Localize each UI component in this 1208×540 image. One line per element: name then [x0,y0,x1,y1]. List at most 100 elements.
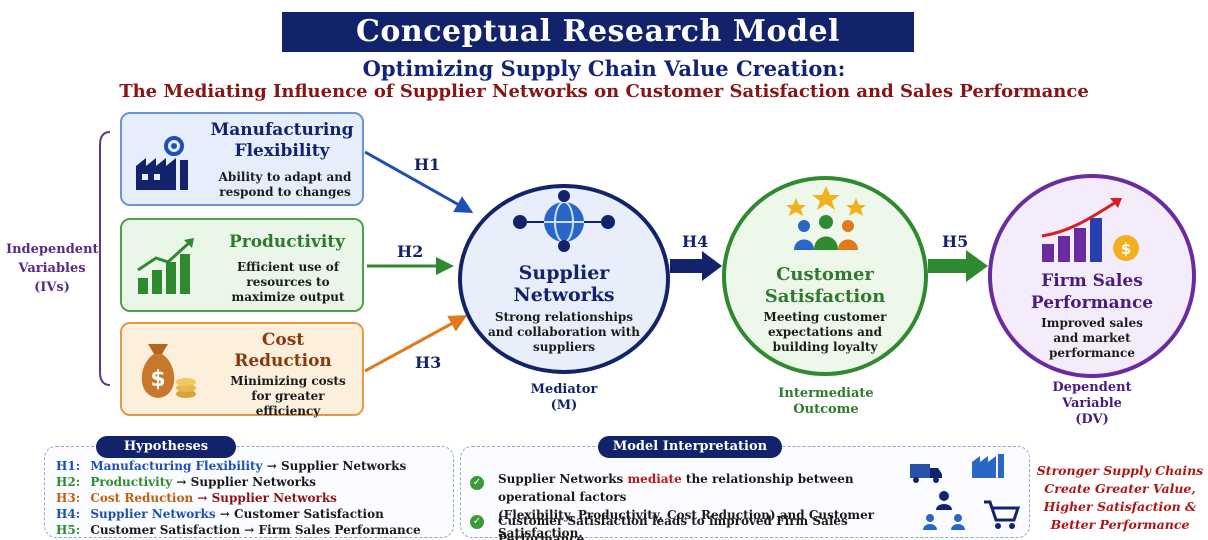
satisfaction-title-line: Customer [776,264,874,285]
iv-cost-reduction: $ Cost Reduction Minimizing costs for gr… [120,322,364,418]
hypothesis-effect: Supplier Networks [280,459,407,473]
hypothesis-arrow: → [266,459,277,473]
supply-chain-icons [910,454,1021,530]
svg-text:$: $ [150,367,165,392]
iv-desc-line: maximize output [231,290,345,304]
intermediate-role: Intermediate Outcome [766,386,886,418]
h1-label: H1 [414,155,441,174]
iv-label-line: Variables [18,261,86,276]
hypothesis-arrow: → [219,507,230,521]
money-bag-icon: $ [141,344,196,398]
subtitle-secondary: The Mediating Influence of Supplier Netw… [119,81,1089,102]
iv-title-line: Reduction [234,351,332,371]
tagline: Stronger Supply Chains Create Greater Va… [1036,462,1204,534]
growth-chart-icon [137,238,194,294]
hypothesis-effect: Supplier Networks [211,491,337,505]
customer-satisfaction-circle: Customer Satisfaction Meeting customer e… [722,176,928,376]
hypothesis-arrow: → [176,475,187,489]
hypothesis-item: H1: Manufacturing Flexibility → Supplier… [56,458,450,474]
sales-chart-icon: $ [1041,198,1139,262]
h2-label: H2 [397,242,424,261]
interpretation-text: Supplier Networks [498,472,628,486]
satisfaction-desc-line: building loyalty [772,340,878,354]
cart-icon [984,500,1021,529]
hypothesis-cause: Supplier Networks [90,507,216,521]
gear-factory-icon [136,136,188,190]
hypothesis-code: H3: [56,491,81,505]
hypothesis-effect: Customer Satisfaction [234,507,384,521]
hypothesis-effect: Firm Sales Performance [258,523,421,537]
hypothesis-code: H4: [56,507,81,521]
tagline-line: Better Performance [1050,517,1190,532]
mediator-desc-line: Strong relationships [494,310,634,324]
role-line: Mediator [530,382,598,397]
hypotheses-list: H1: Manufacturing Flexibility → Supplier… [56,458,450,538]
mediator-desc-line: and collaboration with [488,325,640,339]
h5-arrow [928,250,988,282]
factory-icon [972,454,1004,478]
sales-desc-line: Improved sales [1041,316,1143,330]
iv-desc-line: for greater [251,389,325,403]
hypothesis-arrow: → [244,523,255,537]
hypotheses-panel [44,446,454,538]
globe-network-icon [513,190,615,252]
iv-title-line: Cost [261,330,305,350]
subtitle-primary: Optimizing Supply Chain Value Creation: [362,56,846,81]
hypothesis-code: H1: [56,459,81,473]
iv-title-line: Manufacturing [210,120,354,140]
hypothesis-item: H2: Productivity → Supplier Networks [56,474,450,490]
hypothesis-cause: Customer Satisfaction [90,523,241,537]
hypothesis-code: H2: [56,475,81,489]
page-title: Conceptual Research Model [282,12,914,52]
satisfaction-title-line: Satisfaction [764,286,886,307]
hypothesis-item: H3: Cost Reduction → Supplier Networks [56,490,450,506]
hypothesis-code: H5: [56,523,81,537]
mediator-role: Mediator (M) [504,382,624,414]
hypotheses-heading: Hypotheses [96,436,236,458]
firm-sales-performance-circle: $ Firm Sales Performance Improved sales … [988,174,1196,378]
role-line: (M) [550,398,578,413]
h3-arrow [364,315,468,373]
mediator-circle: Supplier Networks Strong relationships a… [458,184,670,374]
sales-desc-line: and market [1053,331,1131,345]
role-line: Intermediate [778,386,874,401]
iv-label-line: Independent [6,242,99,257]
iv-productivity: Productivity Efficient use of resources … [120,218,364,312]
iv-desc-line: efficiency [255,404,321,418]
sales-title-line: Performance [1030,293,1154,313]
h5-label: H5 [942,232,969,251]
check-icon: ✓ [470,476,484,490]
iv-group-label: Independent Variables (IVs) [6,240,99,297]
interpretation-text: the relationship between operational fac… [498,472,854,504]
iv-desc-line: Minimizing costs [230,374,346,388]
dependent-role: Dependent Variable (DV) [1032,380,1152,428]
role-line: Outcome [793,402,859,417]
mediator-desc-line: suppliers [532,340,596,354]
h4-arrow [670,251,722,281]
mediator-title-line: Supplier [518,262,610,284]
role-line: (DV) [1075,412,1109,427]
hypothesis-cause: Productivity [90,475,173,489]
satisfaction-desc-line: expectations and [767,325,883,339]
interpretation-point-2: Customer Satisfaction leads to improved … [498,514,848,540]
truck-icon [910,464,942,483]
interpretation-heading: Model Interpretation [598,436,782,458]
h3-label: H3 [415,353,442,372]
interpretation-point-1: Supplier Networks mediate the relationsh… [498,470,908,540]
role-line: Variable [1062,396,1122,411]
iv-title-line: Productivity [228,232,346,252]
sales-desc-line: performance [1049,346,1135,360]
iv-desc-line: Efficient use of [237,260,339,274]
iv-label-line: (IVs) [34,280,70,295]
people-network-icon [923,491,965,530]
role-line: Dependent [1052,380,1132,395]
check-icon: ✓ [470,515,484,529]
hypothesis-item: H5: Customer Satisfaction → Firm Sales P… [56,522,450,538]
hypothesis-cause: Manufacturing Flexibility [90,459,263,473]
hypothesis-effect: Supplier Networks [190,475,316,489]
hypothesis-arrow: → [197,491,208,505]
iv-desc-line: Ability to adapt and [218,170,352,184]
iv-title-line: Flexibility [234,141,330,161]
svg-text:$: $ [1121,240,1131,258]
